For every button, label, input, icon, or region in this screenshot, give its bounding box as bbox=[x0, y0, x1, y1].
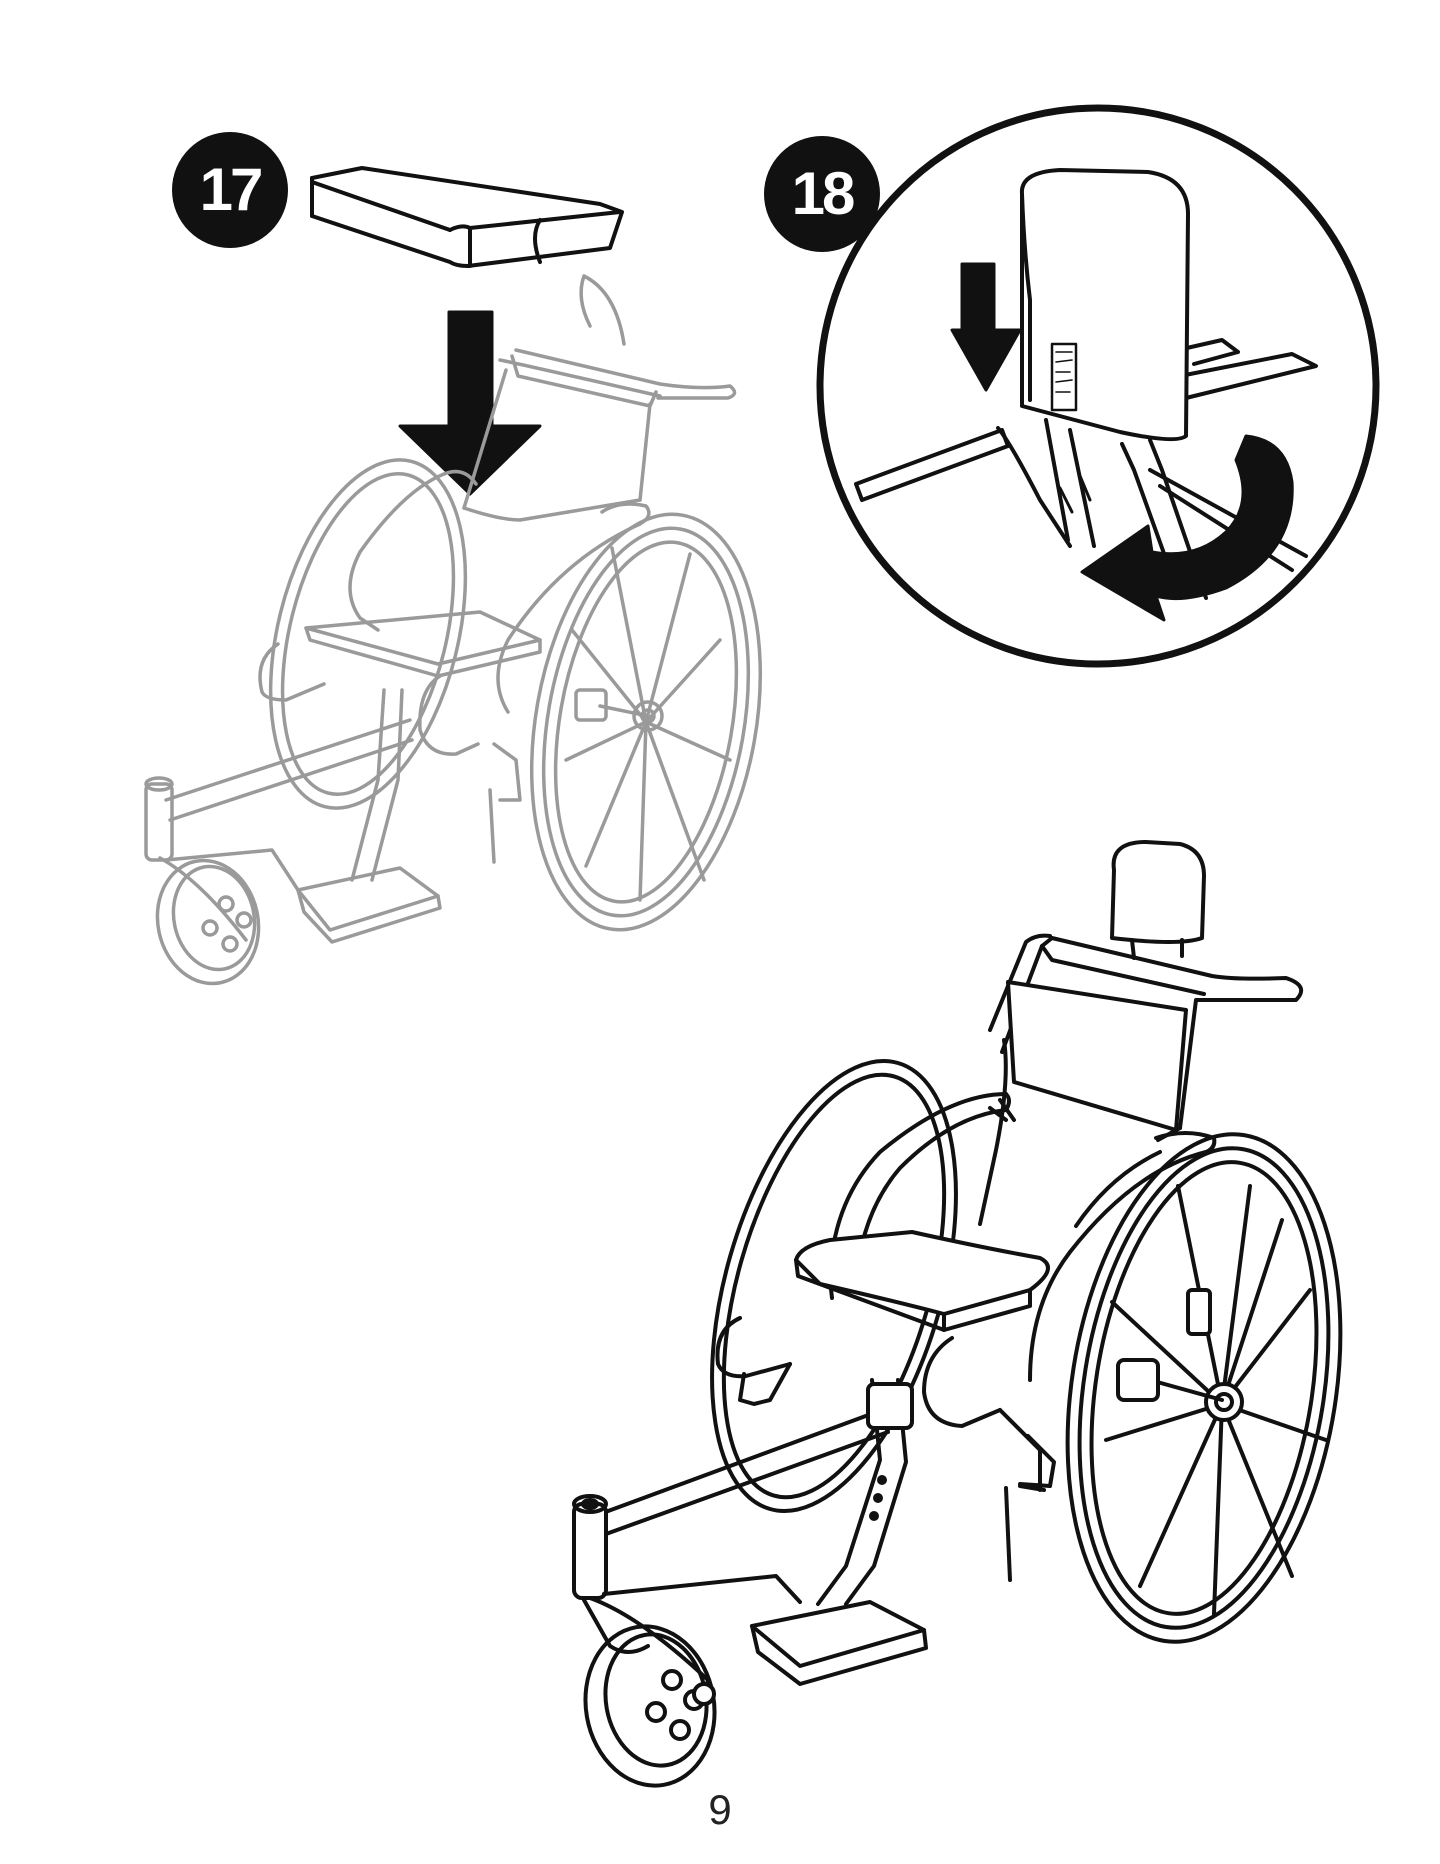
step-number-17: 17 bbox=[172, 132, 288, 248]
step-17-illustration bbox=[144, 166, 763, 986]
backrest-detail bbox=[854, 168, 1318, 600]
step-18-illustration bbox=[816, 104, 1380, 668]
curved-arrow-icon bbox=[1080, 434, 1294, 622]
wheelchair-assembled bbox=[572, 840, 1343, 1788]
down-arrow-icon bbox=[950, 262, 1022, 392]
wheelchair-faded bbox=[144, 274, 763, 986]
down-arrow-icon bbox=[398, 310, 542, 496]
page-number: 9 bbox=[708, 1786, 732, 1833]
seat-cushion bbox=[310, 166, 624, 268]
step-number-18: 18 bbox=[764, 136, 880, 252]
